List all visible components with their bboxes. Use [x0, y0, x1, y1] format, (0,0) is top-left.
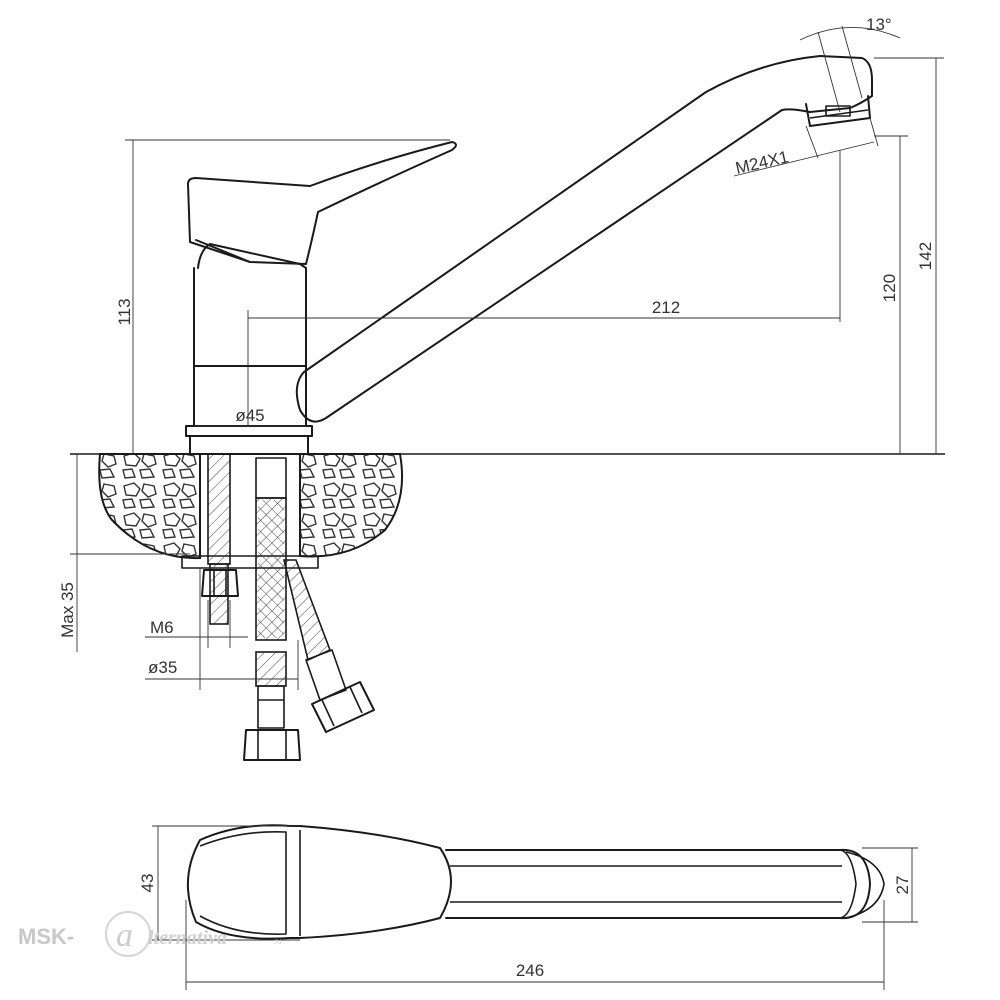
- dim-text-d45: ø45: [235, 406, 264, 425]
- dim-text-max35: Max 35: [58, 582, 77, 638]
- dim-text-d35: ø35: [148, 658, 177, 677]
- side-view: 113 120 142 212 ø45: [58, 15, 945, 761]
- dim-width-43: 43: [138, 825, 300, 941]
- handle-top: [187, 824, 452, 940]
- countertop-left: [98, 453, 201, 560]
- dim-text-142: 142: [916, 242, 935, 270]
- dim-length-246: 246: [185, 900, 885, 990]
- dim-stud-m6: M6: [145, 600, 248, 648]
- dim-text-27: 27: [893, 876, 912, 895]
- watermark-suffix: .ru: [272, 937, 281, 946]
- dim-diameter-45: ø45: [194, 406, 306, 427]
- hose-straight-nut: [243, 729, 301, 761]
- lever-handle: [187, 141, 457, 265]
- dim-reach-212: 212: [247, 150, 841, 426]
- watermark-logo-a: a: [116, 917, 133, 954]
- faucet-body: [193, 267, 307, 427]
- countertop-right: [299, 453, 404, 558]
- watermark-script: lternativa: [148, 927, 227, 949]
- dim-text-angle: 13°: [866, 15, 892, 34]
- dim-text-113: 113: [115, 298, 134, 325]
- hose-angled-nut: [311, 681, 375, 733]
- dim-text-212: 212: [652, 298, 680, 317]
- dim-text-246: 246: [516, 961, 544, 980]
- base-gasket: [189, 435, 309, 455]
- watermark-brand: MSK-: [18, 924, 74, 949]
- mounting-plate: [181, 555, 319, 569]
- cartridge-cap: [197, 243, 307, 269]
- dim-text-m6: M6: [150, 618, 174, 637]
- dim-text-thread: M24X1: [734, 147, 791, 178]
- dim-height-120: 120: [874, 135, 908, 454]
- hose-straight-fitting: [255, 457, 287, 499]
- dim-height-142: 142: [874, 57, 944, 454]
- mounting-stud: [207, 453, 231, 565]
- hose-angled: [282, 559, 332, 662]
- watermark-logo-circle: [105, 911, 151, 957]
- aerator: [805, 95, 871, 127]
- base-ring: [185, 425, 313, 437]
- dim-hole-35: ø35: [145, 568, 299, 690]
- watermark: MSK- a lternativa .ru: [18, 911, 281, 957]
- dim-width-27: 27: [862, 847, 918, 923]
- spout: [295, 55, 873, 423]
- dim-text-43: 43: [138, 874, 157, 893]
- dim-max-35: Max 35: [58, 454, 190, 652]
- dim-height-113: 113: [115, 139, 450, 454]
- dim-text-120: 120: [880, 274, 899, 302]
- spout-top: [445, 848, 871, 920]
- dim-angle: 13°: [799, 15, 901, 113]
- top-view: 43 27 246: [138, 824, 918, 990]
